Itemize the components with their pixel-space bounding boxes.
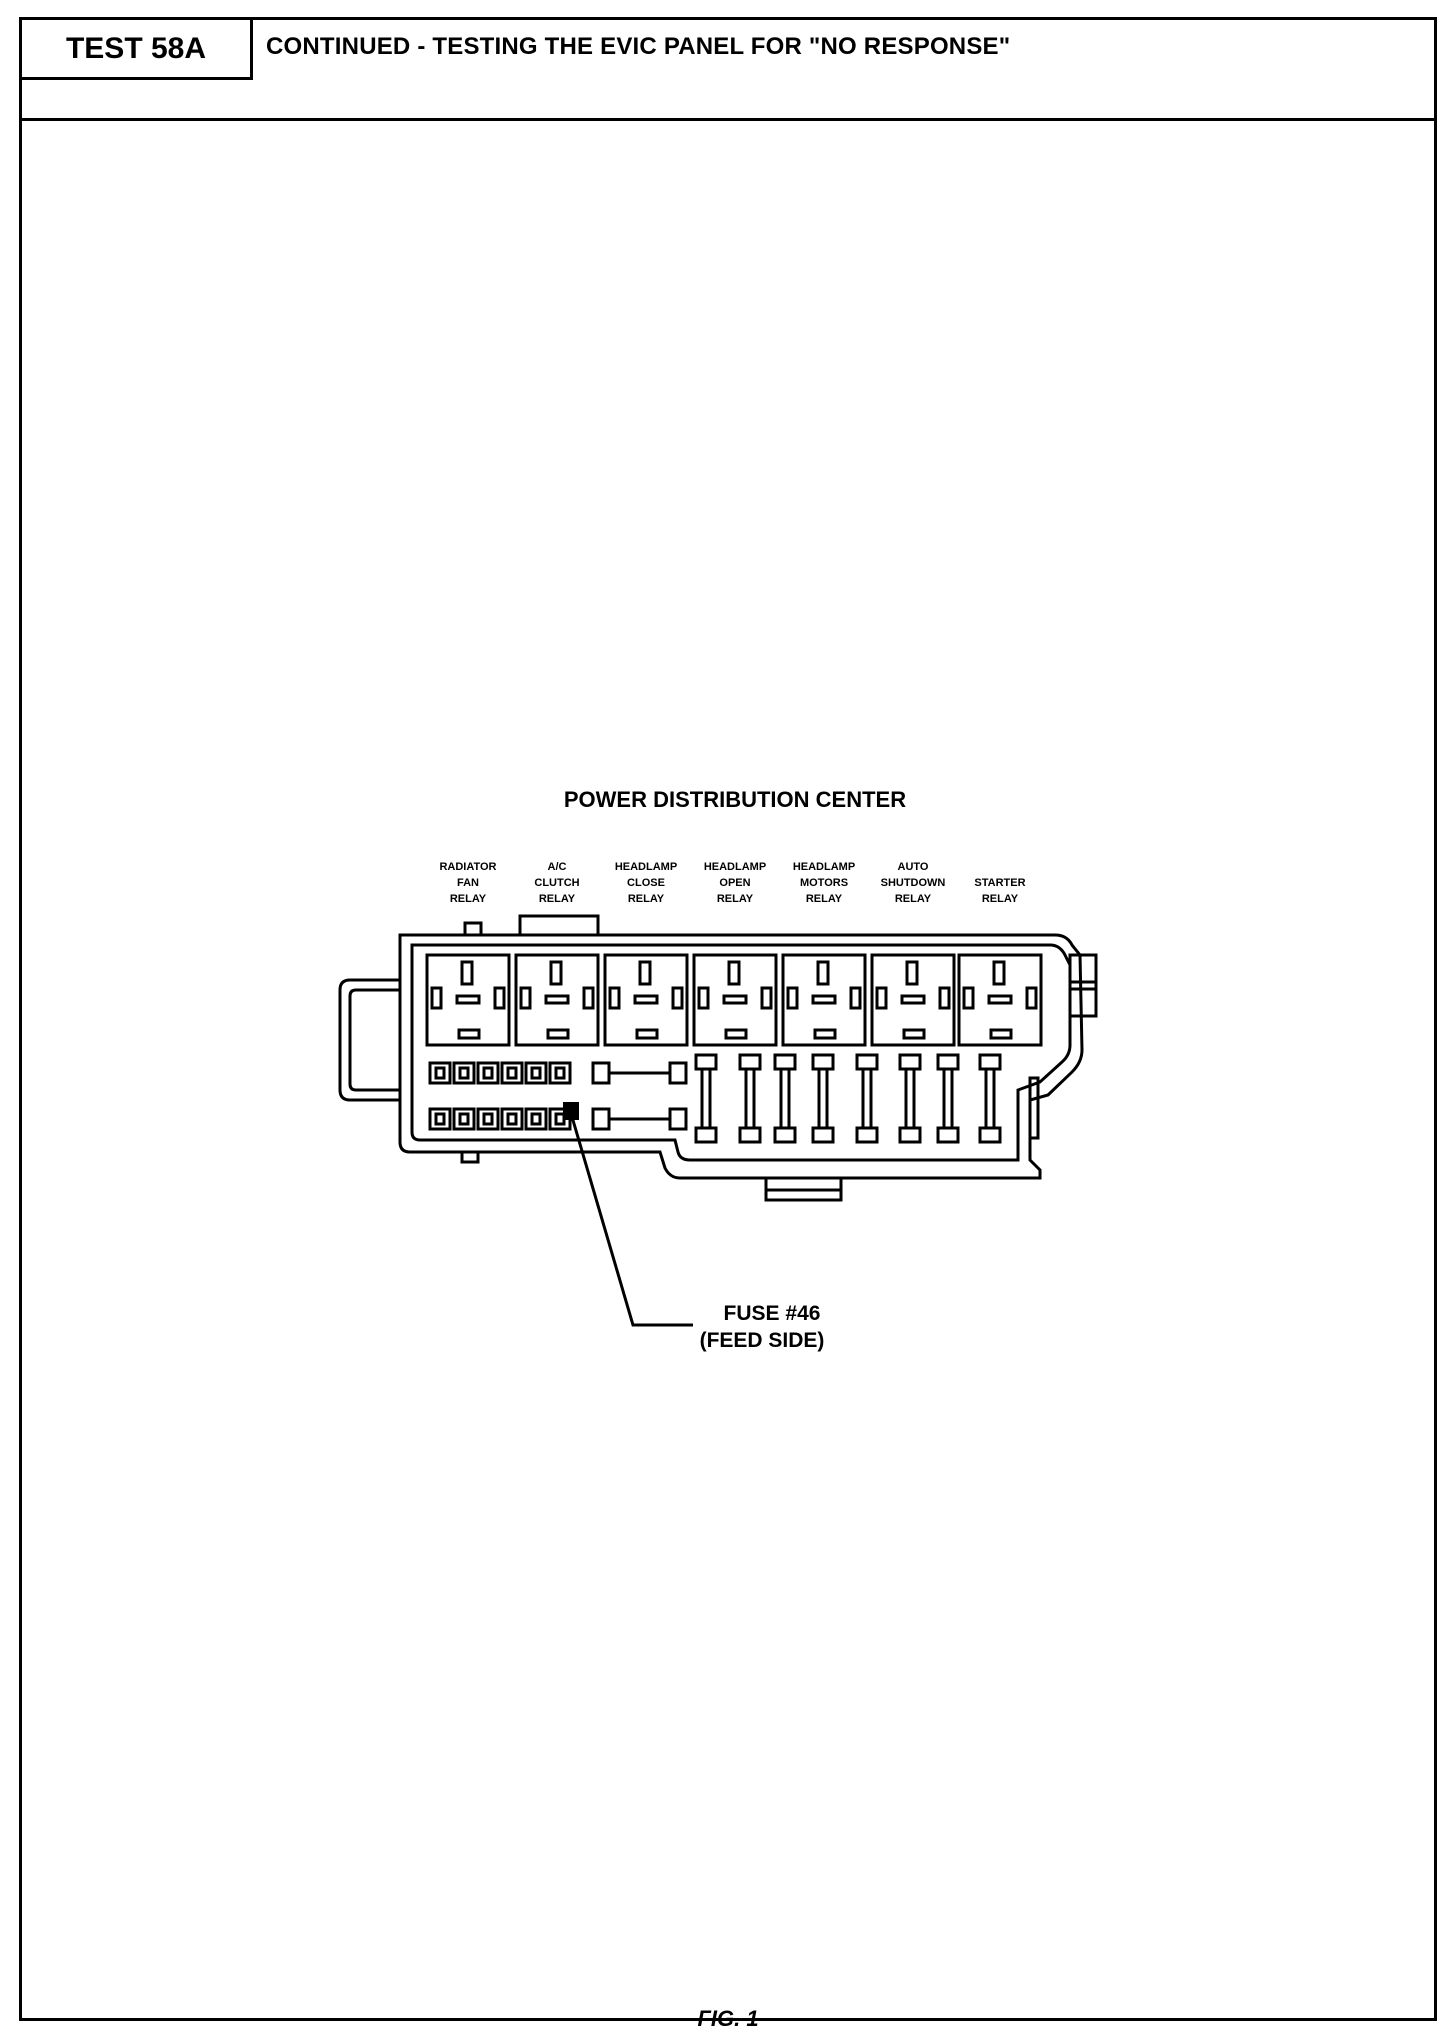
mini-fuse — [452, 1107, 476, 1131]
relay-socket — [692, 953, 778, 1047]
fuse-46-sublabel: (FEED SIDE) — [700, 1329, 825, 1352]
fuse-46-label: FUSE #46 — [724, 1302, 821, 1325]
maxi-fuses — [694, 1053, 1002, 1144]
relay-label-line: RELAY — [982, 893, 1019, 905]
maxi-fuse — [898, 1053, 922, 1144]
test-number: TEST 58A — [22, 20, 253, 80]
cartridge-fuse — [591, 1061, 688, 1085]
maxi-fuse — [855, 1053, 879, 1144]
page-title: CONTINUED - TESTING THE EVIC PANEL FOR "… — [266, 33, 1011, 60]
relay-label-line: A/C — [548, 861, 567, 873]
relay-label-line: CLOSE — [627, 877, 665, 889]
relay-label-line: RELAY — [895, 893, 932, 905]
relay-label-line: HEADLAMP — [615, 861, 677, 873]
mini-fuse — [524, 1107, 548, 1131]
relay-socket — [603, 953, 689, 1047]
fuse-46-leader-line — [568, 1109, 693, 1327]
relay-label-line: RELAY — [450, 893, 487, 905]
relay-label-line: RELAY — [717, 893, 754, 905]
mini-fuse — [500, 1107, 524, 1131]
relay-label-line: MOTORS — [800, 877, 848, 889]
figure-label: FIG. 1 — [697, 2006, 759, 2031]
relay-label-line: CLUTCH — [534, 877, 579, 889]
relay-socket — [870, 953, 956, 1047]
mini-fuse — [524, 1061, 548, 1085]
mini-fuse — [452, 1061, 476, 1085]
relay-label-line: HEADLAMP — [793, 861, 855, 873]
maxi-fuse — [811, 1053, 835, 1144]
relay-label-line: HEADLAMP — [704, 861, 766, 873]
relay-label-line: AUTO — [898, 861, 929, 873]
diagram-title: POWER DISTRIBUTION CENTER — [564, 787, 906, 812]
mini-fuse — [548, 1061, 572, 1085]
relay-label-line: SHUTDOWN — [881, 877, 946, 889]
relay-socket — [781, 953, 867, 1047]
header-bar: TEST 58A CONTINUED - TESTING THE EVIC PA… — [22, 20, 1434, 121]
mini-fuse — [500, 1061, 524, 1085]
relay-label-line: RELAY — [539, 893, 576, 905]
cartridge-fuses — [591, 1061, 688, 1131]
relay-label-line: OPEN — [719, 877, 750, 889]
page-frame: TEST 58A CONTINUED - TESTING THE EVIC PA… — [19, 17, 1437, 2021]
relay-socket — [957, 953, 1043, 1047]
relay-label-line: FAN — [457, 877, 479, 889]
relay-label-line: RELAY — [806, 893, 843, 905]
mini-fuse — [476, 1107, 500, 1131]
mini-fuse — [428, 1061, 452, 1085]
relay-labels: RADIATOR FAN RELAY A/C CLUTCH RELAY HEADLAMP CL… — [439, 861, 1025, 905]
maxi-fuse — [773, 1053, 797, 1144]
relay-socket — [425, 953, 511, 1047]
pdc-housing — [338, 914, 1098, 1202]
mini-fuse-rows — [428, 1061, 579, 1131]
relay-label-line: RELAY — [628, 893, 665, 905]
maxi-fuse — [738, 1053, 762, 1144]
maxi-fuse — [978, 1053, 1002, 1144]
cartridge-fuse — [591, 1107, 688, 1131]
maxi-fuse — [936, 1053, 960, 1144]
maxi-fuse — [694, 1053, 718, 1144]
relay-sockets — [425, 953, 1043, 1047]
relay-label-line: STARTER — [974, 877, 1025, 889]
mini-fuse — [476, 1061, 500, 1085]
mini-fuse — [428, 1107, 452, 1131]
relay-socket — [514, 953, 600, 1047]
relay-label-line: RADIATOR — [439, 861, 496, 873]
